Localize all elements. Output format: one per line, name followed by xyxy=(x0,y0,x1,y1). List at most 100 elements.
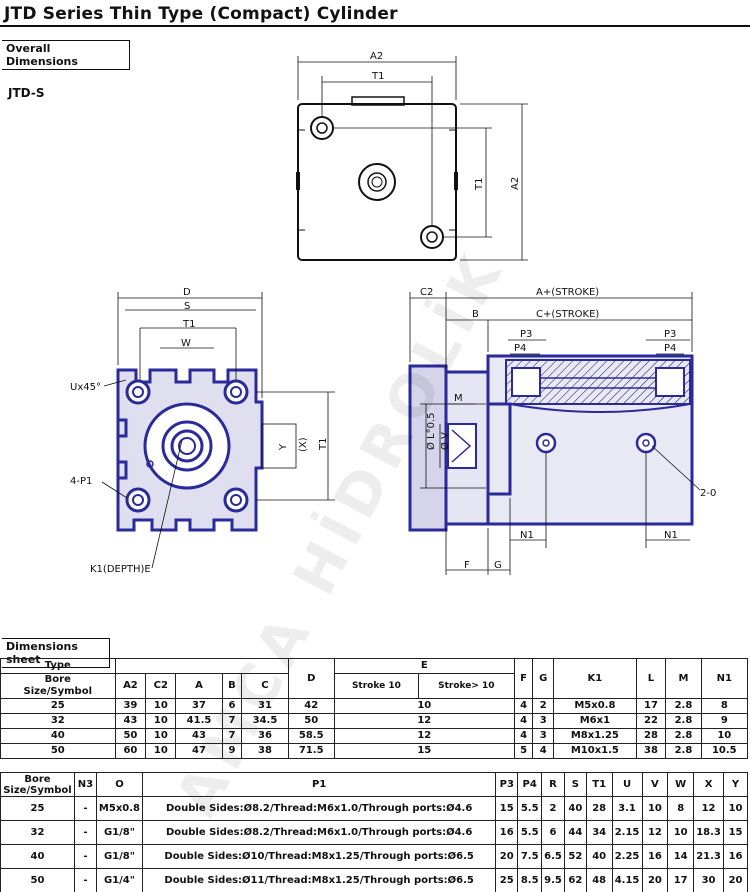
table-cell: M10x1.5 xyxy=(553,743,637,759)
header-0: Bore Size/Symbol xyxy=(0,772,75,797)
table-cell: Double Sides:Ø8.2/Thread:M6x1.0/Through … xyxy=(141,820,497,845)
table-cell: 10 xyxy=(700,728,749,744)
table-cell: 20 xyxy=(641,868,669,892)
table-cell: 2.8 xyxy=(665,713,702,729)
table-cell: 50 xyxy=(0,868,75,892)
table-cell: M6x1 xyxy=(553,713,637,729)
table-cell: 50 xyxy=(114,728,147,744)
table-cell: 71.5 xyxy=(287,743,335,759)
table-cell: 28 xyxy=(585,796,613,821)
page-title: JTD Series Thin Type (Compact) Cylinder xyxy=(4,4,398,24)
label-top-a2: A2 xyxy=(370,51,383,62)
header-a: A xyxy=(175,673,223,699)
table-cell: 5 xyxy=(513,743,534,759)
table-cell: 20 xyxy=(495,844,519,869)
table-cell: 36 xyxy=(241,728,289,744)
table-cell: 15 xyxy=(495,796,519,821)
label-f: F xyxy=(464,560,470,571)
table-cell: 25 xyxy=(0,698,116,714)
table-cell: 50 xyxy=(287,713,335,729)
label-t1: T1 xyxy=(182,319,195,330)
table-cell: G1/8" xyxy=(95,844,143,869)
table-cell: 9 xyxy=(221,743,243,759)
header-13: Y xyxy=(723,772,748,797)
table-cell: - xyxy=(73,796,97,821)
table-cell: 4 xyxy=(513,728,534,744)
table-cell: 15 xyxy=(333,743,515,759)
header-b: B xyxy=(221,673,243,699)
table-cell: 17 xyxy=(667,868,695,892)
table-cell: 2.8 xyxy=(665,698,702,714)
table-cell: 50 xyxy=(0,743,116,759)
label-c2: C2 xyxy=(420,287,433,298)
table-cell: G1/4" xyxy=(95,868,143,892)
label-k1-depth: K1(DEPTH)E xyxy=(90,564,151,575)
header-m: M xyxy=(665,658,702,699)
table-cell: 60 xyxy=(114,743,147,759)
table-cell: M8x1.25 xyxy=(553,728,637,744)
label-n1-left: N1 xyxy=(520,530,534,541)
table-cell: 10 xyxy=(145,743,177,759)
table-cell: 2.8 xyxy=(665,743,702,759)
table-row: 40-G1/8"Double Sides:Ø10/Thread:M8x1.25/… xyxy=(0,844,748,869)
table-cell: Double Sides:Ø11/Thread:M8x1.25/Through … xyxy=(141,868,497,892)
table-row: 50-G1/4"Double Sides:Ø11/Thread:M8x1.25/… xyxy=(0,868,748,892)
table-cell: 10.5 xyxy=(700,743,749,759)
header-d: D xyxy=(287,658,335,699)
header-size-symbol: Size/Symbol xyxy=(23,686,93,697)
table-cell: 9 xyxy=(700,713,749,729)
table-cell: 10 xyxy=(333,698,515,714)
side-view: C2 A+(STROKE) B C+(STROKE) P3 P3 P4 P4 M… xyxy=(408,287,716,575)
table-cell: 3 xyxy=(532,728,555,744)
table-cell: 7 xyxy=(221,728,243,744)
header-7: S xyxy=(563,772,587,797)
label-l05: Ø L°0.5 xyxy=(425,412,437,450)
table-cell: Double Sides:Ø8.2/Thread:M6x1.0/Through … xyxy=(141,796,497,821)
front-view: D S T1 W Ux45° Y (X) T1 4-P1 K1(DEPTH)E xyxy=(70,287,335,575)
label-4-p1: 4-P1 xyxy=(70,476,92,487)
label-ux45: Ux45° xyxy=(70,382,101,393)
label-g: G xyxy=(494,560,502,571)
table-cell: 6 xyxy=(541,820,565,845)
label-p4-right: P4 xyxy=(664,343,676,354)
table-cell: 7.5 xyxy=(517,844,543,869)
table-cell: 34 xyxy=(585,820,613,845)
title-rule xyxy=(0,25,750,27)
label-2-0: 2-0 xyxy=(700,488,716,499)
table-cell: 10 xyxy=(667,820,695,845)
table-cell: 20 xyxy=(723,868,748,892)
table-cell: 28 xyxy=(635,728,667,744)
table-cell: 38 xyxy=(635,743,667,759)
table-cell: 12 xyxy=(333,728,515,744)
header-8: T1 xyxy=(585,772,613,797)
table-cell: - xyxy=(73,868,97,892)
label-c-stroke: C+(STROKE) xyxy=(536,309,599,320)
header-5: P4 xyxy=(517,772,543,797)
table-cell: 41.5 xyxy=(175,713,223,729)
table-cell: 3 xyxy=(532,713,555,729)
table-cell: 32 xyxy=(0,820,75,845)
header-10: V xyxy=(641,772,669,797)
label-p4-left: P4 xyxy=(514,343,526,354)
table-cell: 40 xyxy=(585,844,613,869)
header-e: E xyxy=(333,658,515,674)
table-cell: 43 xyxy=(114,713,147,729)
header-c2: C2 xyxy=(145,673,177,699)
table-cell: 12 xyxy=(641,820,669,845)
table-cell: 16 xyxy=(495,820,519,845)
label-d: D xyxy=(183,287,191,298)
table-cell: 7 xyxy=(221,713,243,729)
label-top-t1-vertical: T1 xyxy=(474,178,485,191)
header-bore: Bore xyxy=(44,674,71,685)
section-overall-dimensions: Overall Dimensions xyxy=(2,40,130,70)
table-cell: 25 xyxy=(0,796,75,821)
table-cell: 22 xyxy=(635,713,667,729)
header-2: O xyxy=(95,772,143,797)
table-cell: 40 xyxy=(0,728,116,744)
table-cell: 2.8 xyxy=(665,728,702,744)
table-cell: 9.5 xyxy=(541,868,565,892)
